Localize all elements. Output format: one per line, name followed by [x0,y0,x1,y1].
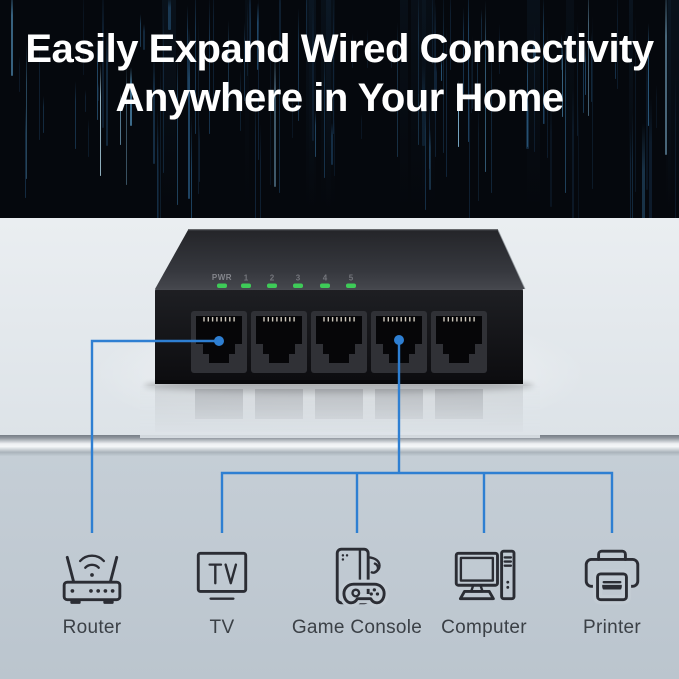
tv-icon [189,544,255,610]
device-router: Router [59,540,125,639]
game-console-icon [324,544,390,610]
router-icon [59,544,125,610]
hero-banner: Easily Expand Wired Connectivity Anywher… [0,0,679,218]
light-streaks-background [0,0,679,218]
computer-icon [451,544,517,610]
printer-icon [579,544,645,610]
device-label: Router [62,617,122,638]
device-tv: TV [189,540,255,639]
wall-glow [90,330,590,440]
headline-line-1: Easily Expand Wired Connectivity [25,27,654,71]
device-label: Game Console [291,617,423,638]
device-label: Printer [582,617,642,638]
device-game-console: Game Console [292,540,422,639]
table-edge [0,435,679,456]
headline-line-2: Anywhere in Your Home [115,76,564,120]
device-label: Computer [441,617,527,638]
device-label: TV [209,617,235,638]
device-printer: Printer [579,540,645,639]
devices-row: Router TV Game Console Computer Printer [0,540,679,679]
headline: Easily Expand Wired Connectivity Anywher… [0,0,679,123]
device-computer: Computer [441,540,527,639]
